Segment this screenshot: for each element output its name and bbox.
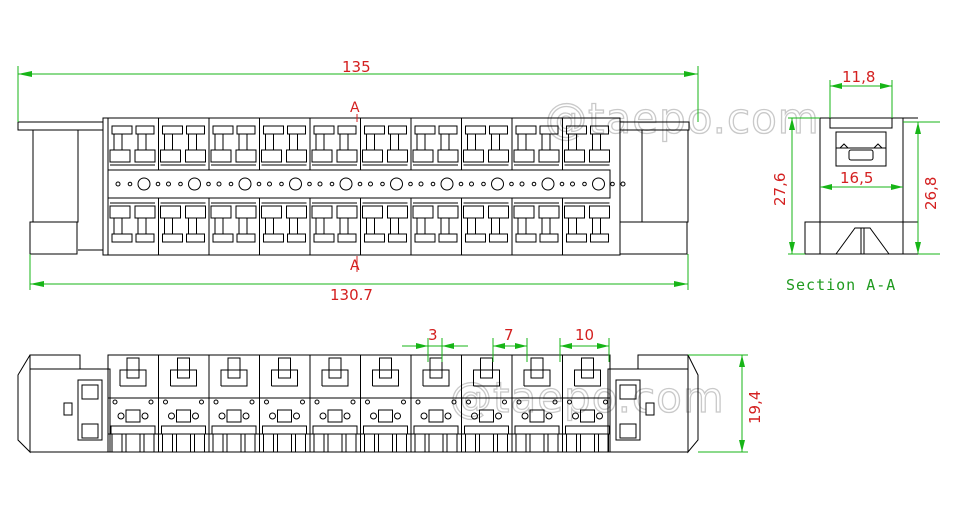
- section-mark-top: A: [350, 100, 360, 116]
- dim-135-label: 135: [342, 58, 371, 76]
- bottom-contact-module: [259, 198, 307, 255]
- rail-hole-large: [491, 177, 504, 191]
- top-contact-module: [461, 118, 509, 170]
- section-inner-cavity: [835, 131, 887, 167]
- rail-hole-large: [592, 177, 605, 191]
- rail-hole-large: [238, 177, 252, 191]
- top-contact-module: [410, 118, 459, 170]
- dim-11-8-label: 11,8: [842, 68, 875, 86]
- bottom-contact-module: [562, 198, 610, 255]
- rail-hole-small: [317, 181, 323, 187]
- dim-section-right-height: 26,8: [903, 121, 940, 255]
- front-module: [110, 357, 156, 453]
- top-contact-module: [259, 118, 307, 170]
- front-module: [360, 355, 408, 453]
- front-module: [259, 355, 307, 453]
- bottom-contact-module: [410, 198, 459, 255]
- rail-hole-large: [390, 177, 403, 191]
- front-view: [17, 354, 699, 454]
- dim-10-label: 10: [575, 326, 594, 344]
- top-contact-module: [511, 118, 560, 170]
- front-module: [511, 355, 560, 453]
- front-left-end: [29, 368, 111, 453]
- front-module: [562, 355, 610, 453]
- dim-section-inner: 16,5: [820, 169, 903, 190]
- top-contact-module: [107, 118, 156, 170]
- right-end-block: [641, 130, 689, 223]
- rail-hole-small: [267, 181, 272, 187]
- dim-16-5-label: 16,5: [840, 169, 873, 187]
- front-right-end: [607, 368, 689, 453]
- dim-top-overall: 135: [17, 58, 699, 122]
- top-contact-module: [562, 118, 610, 170]
- rail-hole-small: [115, 181, 121, 187]
- dim-27-6-label: 27,6: [771, 173, 789, 206]
- left-flange: [17, 121, 104, 131]
- dim-front-pitch-b: 7: [492, 326, 528, 362]
- rail-hole-small: [570, 181, 575, 187]
- dim-section-width: 11,8: [829, 68, 893, 118]
- rail-hole-large: [541, 177, 555, 191]
- rail-hole-small: [620, 181, 626, 187]
- top-contact-module: [158, 118, 206, 170]
- left-foot: [29, 221, 78, 255]
- dim-3-label: 3: [428, 326, 438, 344]
- front-module: [309, 355, 358, 453]
- front-body: [107, 354, 611, 453]
- top-view: A A: [17, 100, 690, 274]
- dim-front-pitch-c: 10: [559, 326, 610, 362]
- rail-hole-large: [339, 177, 353, 191]
- dim-front-height: 19,4: [688, 354, 764, 453]
- section-label: Section A-A: [786, 276, 896, 294]
- front-module: [208, 355, 257, 453]
- front-left-cap-outline: [17, 354, 31, 454]
- dim-7-label: 7: [504, 326, 514, 344]
- top-contact-module: [309, 118, 358, 170]
- rail-hole-small: [418, 181, 424, 187]
- dim-19-4-label: 19,4: [746, 391, 764, 424]
- rail-hole-large: [137, 177, 151, 191]
- rail-hole-large: [188, 177, 201, 191]
- left-end-block: [32, 130, 79, 223]
- top-body: [102, 117, 621, 256]
- dim-130-7-label: 130.7: [330, 286, 373, 304]
- front-module: [461, 355, 509, 453]
- bottom-contact-module: [461, 198, 509, 255]
- rail-hole-large: [289, 177, 302, 191]
- rail-hole-small: [166, 181, 171, 187]
- dim-section-left-height: 27,6: [771, 117, 820, 255]
- section-mark-bottom: A: [350, 258, 360, 274]
- top-contact-module: [208, 118, 257, 170]
- dim-front-pitch-a: 3: [402, 326, 468, 362]
- bottom-contact-module: [208, 198, 257, 255]
- right-foot: [619, 221, 688, 255]
- section-a-a-view: [804, 117, 919, 255]
- rail-hole-small: [469, 181, 474, 187]
- bottom-contact-module: [309, 198, 358, 255]
- bottom-contact-module: [511, 198, 560, 255]
- front-module: [158, 355, 206, 453]
- dim-26-8-label: 26,8: [922, 177, 940, 210]
- middle-rail: [107, 169, 611, 199]
- dim-top-body: 130.7: [29, 254, 689, 304]
- rail-hole-small: [216, 181, 222, 187]
- rail-hole-small: [519, 181, 525, 187]
- rail-hole-large: [440, 177, 454, 191]
- rail-hole-small: [368, 181, 373, 187]
- bottom-contact-module: [107, 198, 156, 255]
- bottom-contact-module: [360, 198, 408, 255]
- top-contact-module: [360, 118, 408, 170]
- bottom-contact-module: [158, 198, 206, 255]
